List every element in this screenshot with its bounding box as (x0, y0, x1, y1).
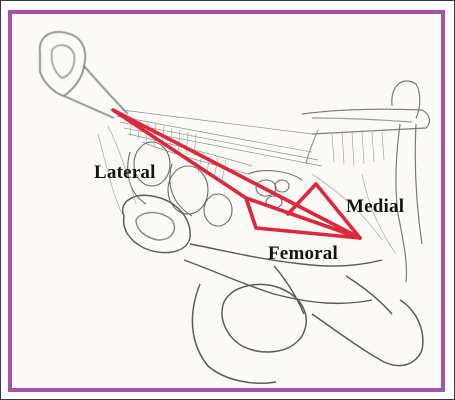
figure-frame: Lateral Medial Femoral (8, 10, 445, 392)
label-lateral: Lateral (94, 162, 156, 184)
iliac-crest (40, 32, 128, 118)
label-medial: Medial (346, 196, 404, 218)
acetabulum (123, 195, 191, 252)
obturator-foramen (192, 276, 422, 383)
label-femoral: Femoral (268, 243, 338, 265)
